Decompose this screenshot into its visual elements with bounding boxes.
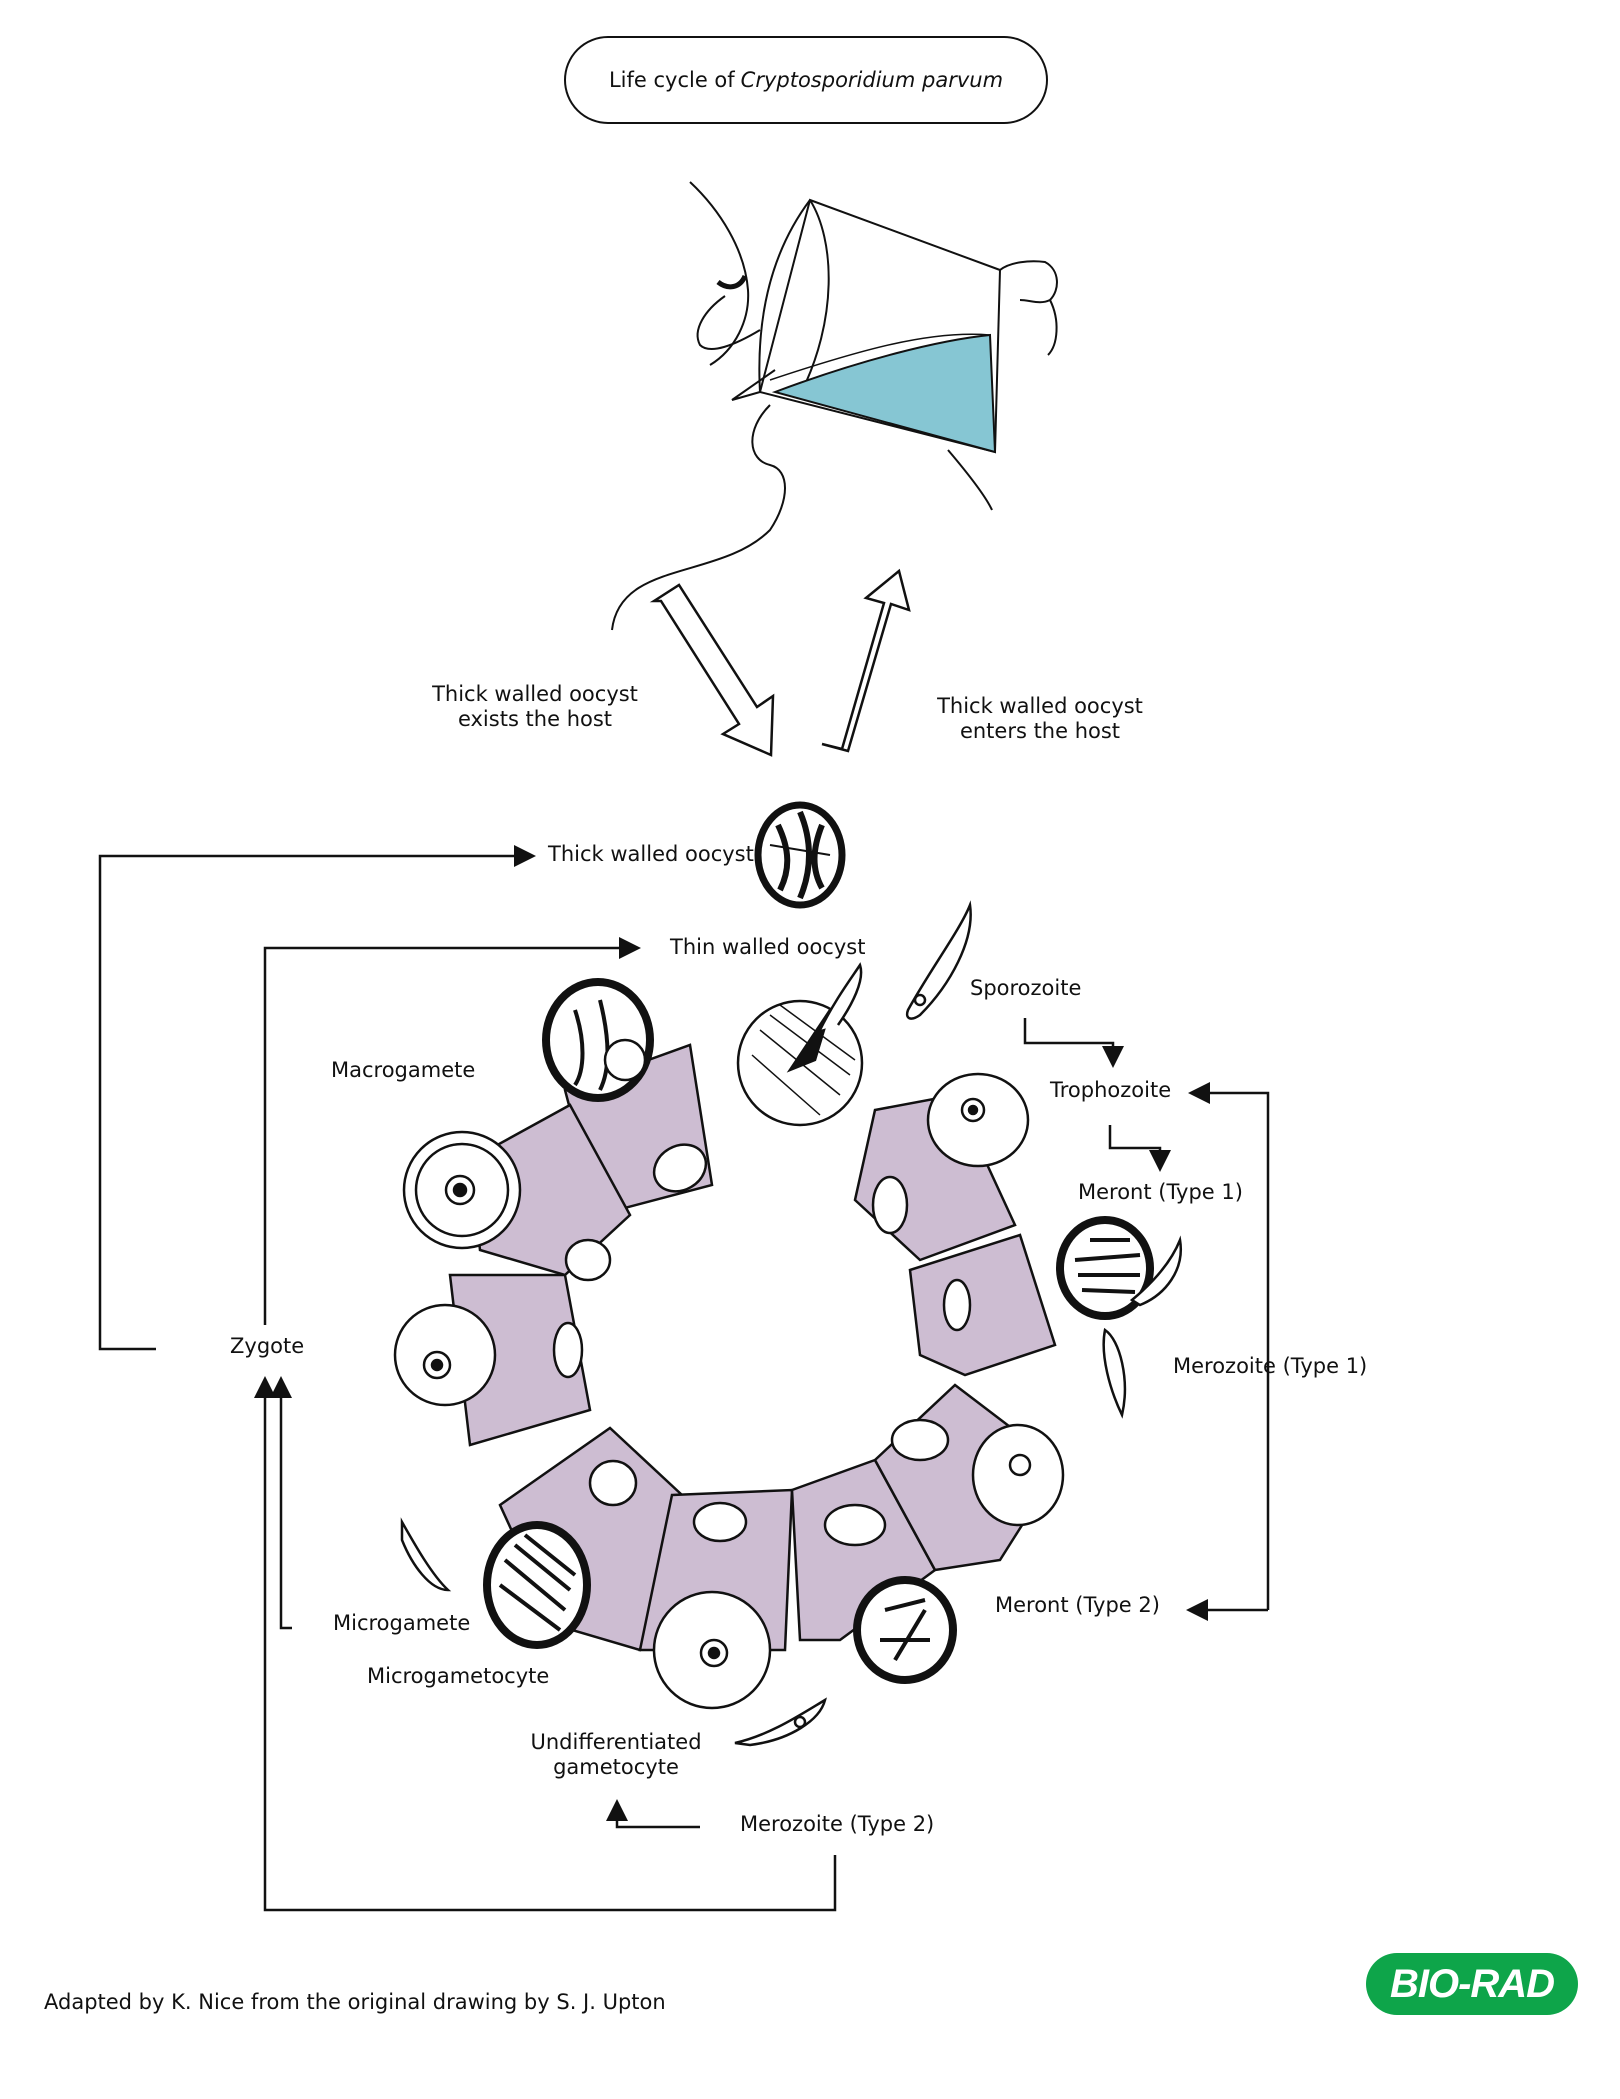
- label-thin-oocyst: Thin walled oocyst: [670, 935, 866, 959]
- merozoite-type1-drawings: [1102, 1235, 1183, 1419]
- label-oocyst-enters-line1: Thick walled oocyst: [937, 694, 1143, 718]
- connector-zygote-to-thin-oocyst: [263, 937, 641, 1325]
- label-merozoite-type2: Merozoite (Type 2): [740, 1812, 935, 1836]
- connector-merozoite2-to-zygote: [254, 1376, 837, 1912]
- microgamete-drawing: [400, 1517, 452, 1592]
- connector-zygote-to-thick-oocyst: [98, 845, 536, 1351]
- label-oocyst-exits-line2: exists the host: [457, 707, 613, 731]
- connector-sporozoite-to-trophozoite: [1023, 1018, 1124, 1068]
- flow-connectors: [98, 845, 1270, 1912]
- exit-arrow: [649, 583, 775, 757]
- thick-oocyst-drawing: [754, 801, 846, 909]
- label-zygote: Zygote: [230, 1334, 305, 1358]
- label-oocyst-enters: Thick walled oocyst enters the host: [935, 694, 1145, 744]
- connector-merozoite1-to-trophozoite: [1188, 1082, 1270, 1610]
- label-undiff-line1: Undifferentiated: [530, 1730, 702, 1754]
- label-microgametocyte: Microgametocyte: [367, 1664, 550, 1688]
- label-meront-type1: Meront (Type 1): [1078, 1180, 1243, 1204]
- drinking-host-illustration: [611, 181, 1058, 631]
- connector-merozoite2-to-undiff: [606, 1799, 700, 1829]
- label-macrogamete: Macrogamete: [331, 1058, 476, 1082]
- title-prefix: Life cycle of: [608, 68, 735, 92]
- label-undifferentiated-gametocyte: Undifferentiated gametocyte: [516, 1730, 716, 1780]
- label-oocyst-exits: Thick walled oocyst exists the host: [430, 682, 640, 732]
- sporozoite-drawing: [905, 900, 972, 1020]
- cell-vacuoles: [552, 1143, 972, 1547]
- label-meront-type2: Meront (Type 2): [995, 1593, 1160, 1617]
- label-merozoite-type1: Merozoite (Type 1): [1173, 1354, 1368, 1378]
- title-species: Cryptosporidium parvum: [740, 68, 1004, 92]
- macrogamete-drawings: [393, 1072, 1065, 1710]
- label-undiff-line2: gametocyte: [553, 1755, 679, 1779]
- enter-arrow: [821, 568, 911, 753]
- label-oocyst-enters-line2: enters the host: [959, 719, 1121, 743]
- connector-trophozoite-to-meront1: [1108, 1125, 1171, 1172]
- label-oocyst-exits-line1: Thick walled oocyst: [432, 682, 638, 706]
- merozoite-type2-drawing: [734, 1697, 827, 1747]
- meront-stripes: [498, 999, 1141, 1662]
- credit-text: Adapted by K. Nice from the original dra…: [44, 1990, 666, 2014]
- bio-rad-logo: BIO-RAD: [1366, 1953, 1578, 2015]
- connector-microgamete-to-zygote: [270, 1376, 292, 1630]
- thin-oocyst-drawing: [736, 962, 864, 1127]
- label-sporozoite: Sporozoite: [970, 976, 1082, 1000]
- label-thick-oocyst: Thick walled oocyst: [548, 842, 754, 866]
- label-trophozoite: Trophozoite: [1050, 1078, 1172, 1102]
- label-microgamete: Microgamete: [333, 1611, 471, 1635]
- diagram-title: Life cycle of Cryptosporidium parvum: [564, 36, 1048, 124]
